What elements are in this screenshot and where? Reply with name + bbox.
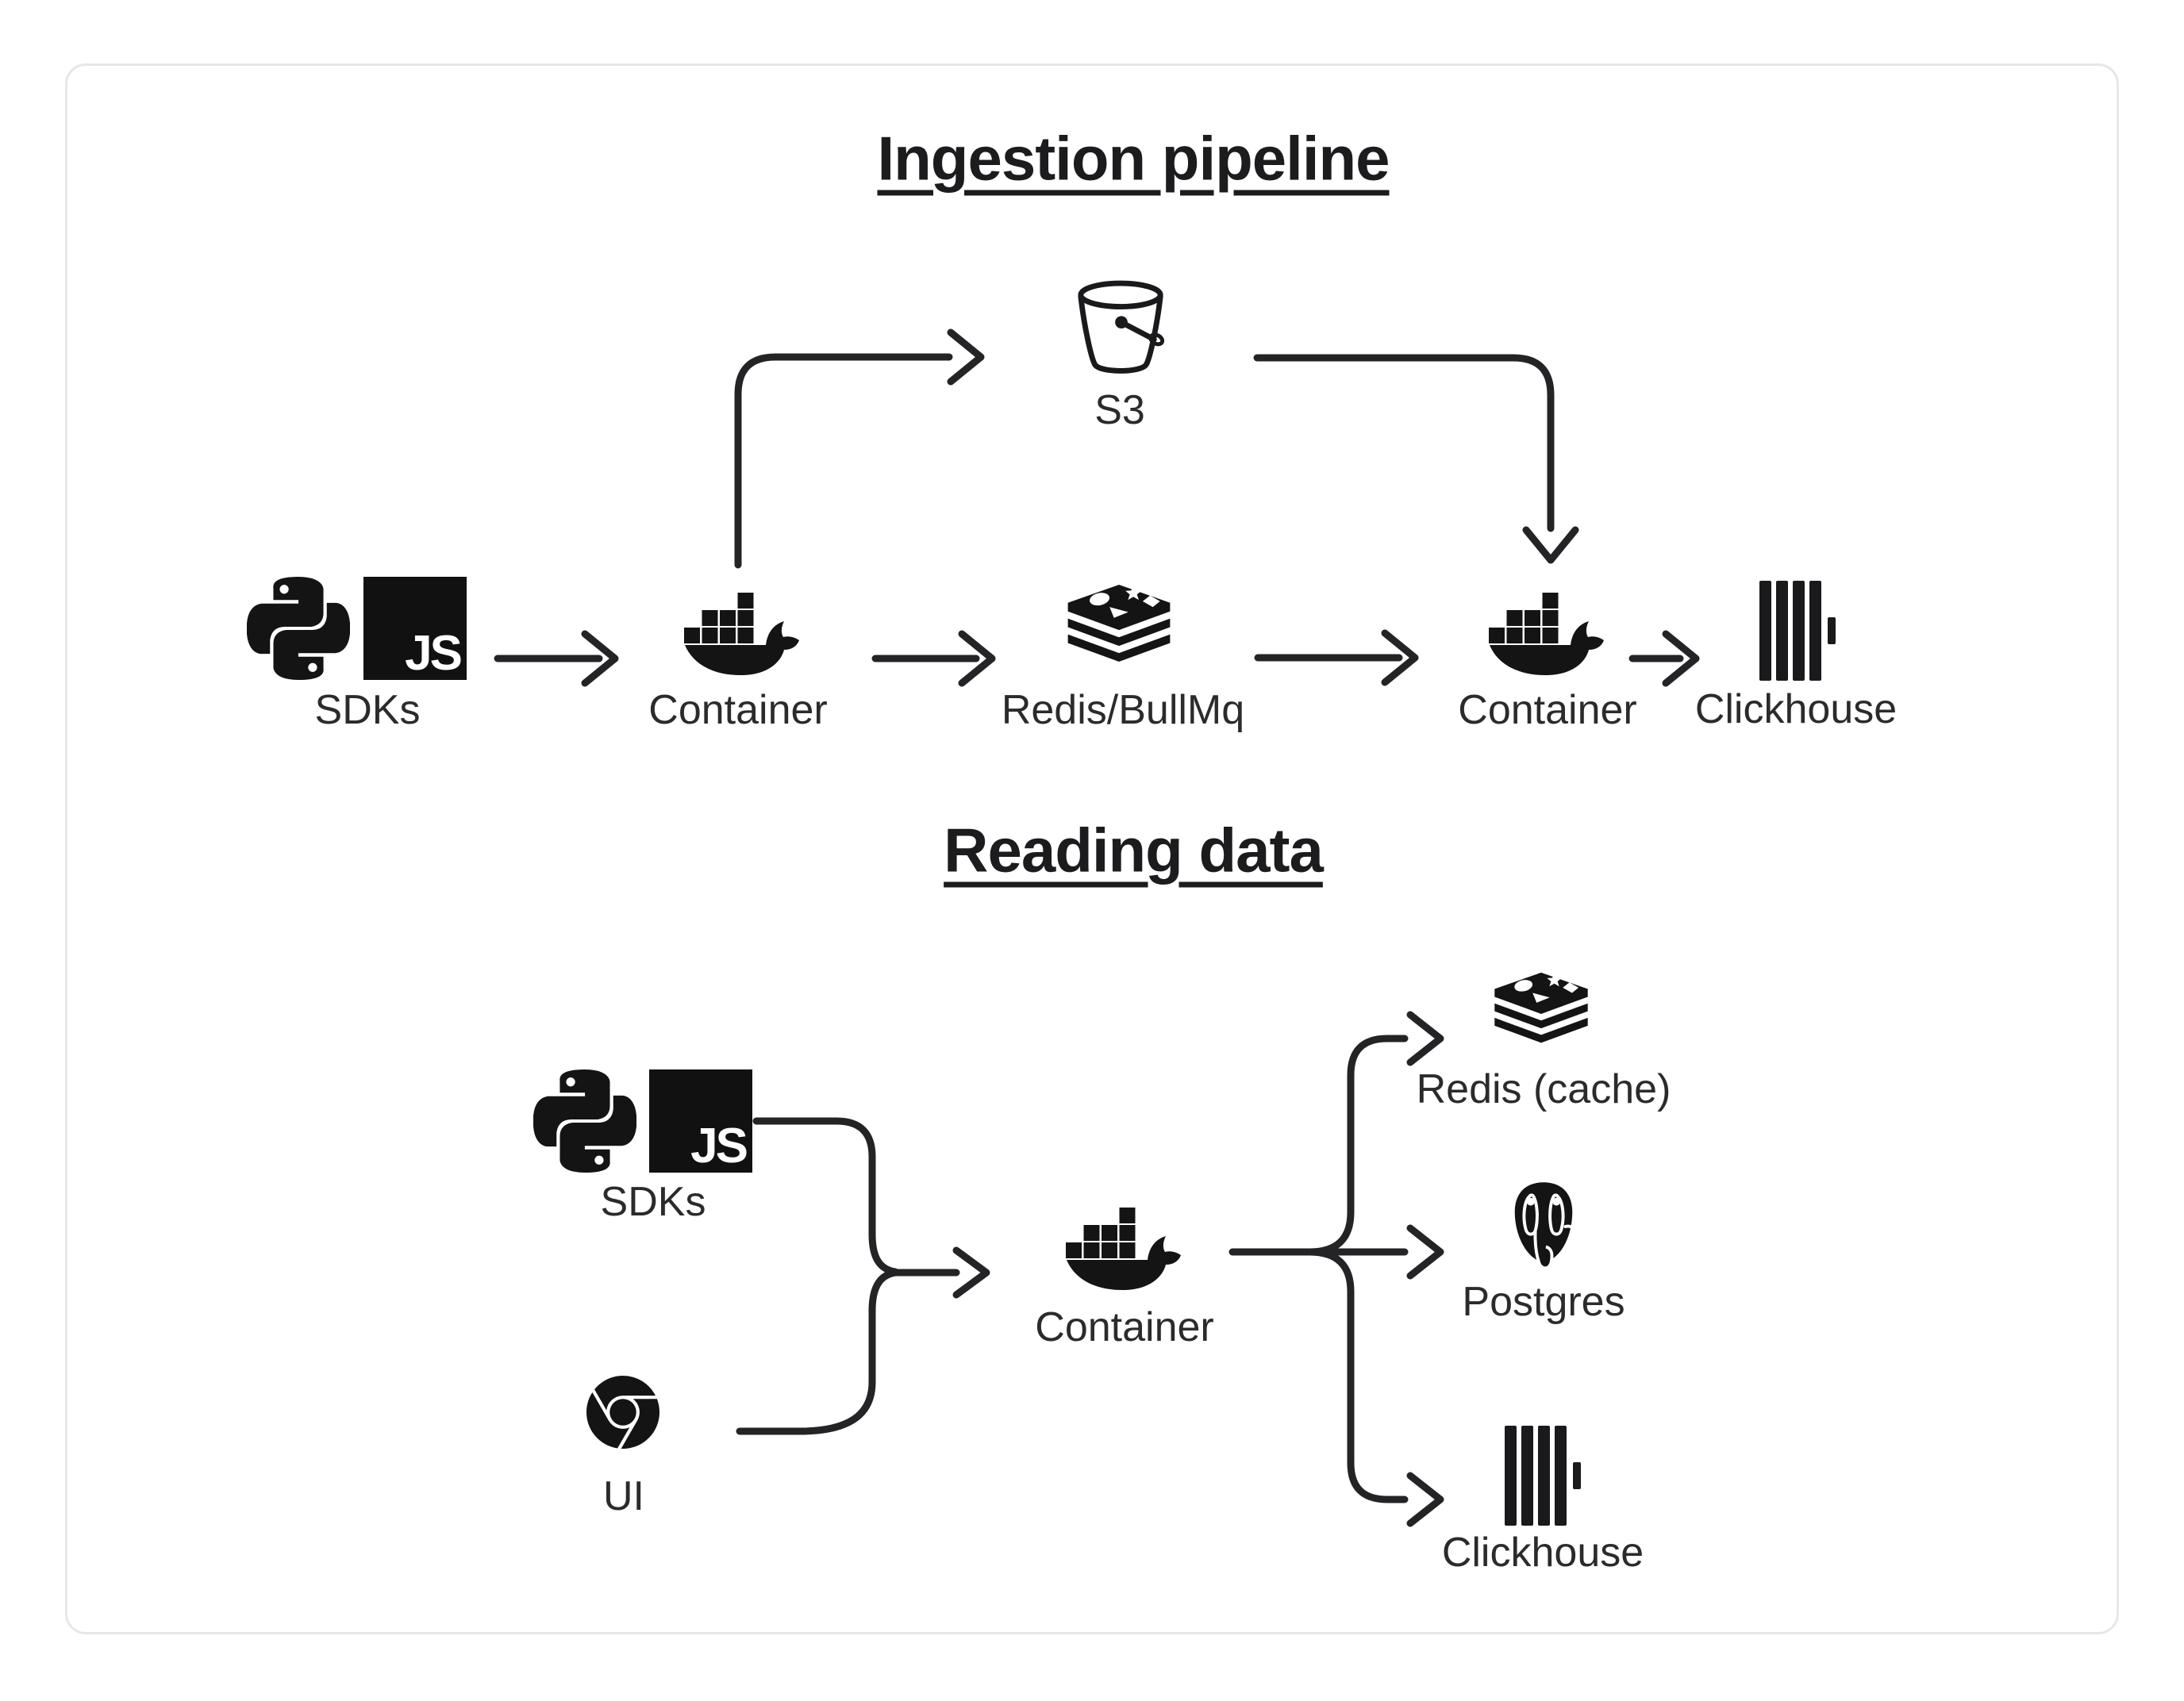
node-label-s3: S3 — [1094, 387, 1145, 433]
node-label-redis-cache: Redis (cache) — [1416, 1066, 1671, 1112]
node-label-redis-bullmq: Redis/BullMq — [1001, 687, 1245, 733]
ingestion-pipeline-title: Ingestion pipeline — [877, 123, 1390, 194]
js-icon-text: JS — [405, 626, 463, 681]
js-icon: JS — [649, 1069, 752, 1173]
js-icon: JS — [363, 577, 467, 680]
reading-data-title: Reading data — [944, 815, 1324, 885]
node-label-container-out: Container — [1458, 687, 1637, 733]
node-label-container-reading: Container — [1035, 1304, 1214, 1350]
node-label-clickhouse: Clickhouse — [1694, 686, 1898, 732]
node-label-clickhouse-reading: Clickhouse — [1441, 1530, 1644, 1576]
node-label-container-in: Container — [648, 687, 828, 733]
node-label-ui: UI — [603, 1473, 644, 1519]
node-label-postgres: Postgres — [1462, 1279, 1625, 1325]
js-icon-text: JS — [690, 1119, 748, 1173]
node-label-sdks: SDKs — [314, 687, 421, 733]
node-label-sdks-reading: SDKs — [600, 1179, 706, 1225]
